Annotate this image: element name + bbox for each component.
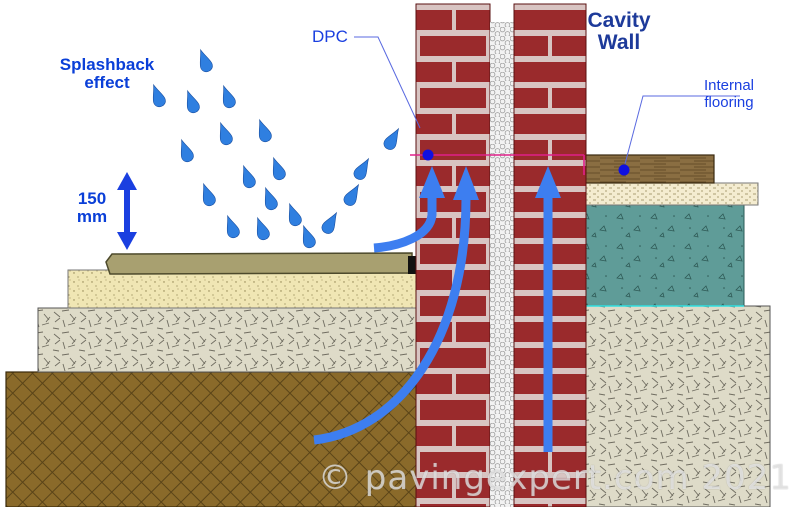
internal-flooring-marker — [618, 164, 630, 176]
dpc-label: DPC — [312, 27, 348, 47]
rain-drop — [226, 214, 240, 239]
internal-flooring-line2: flooring — [704, 93, 754, 111]
cavity-insulation — [490, 22, 514, 507]
height-value: 150 — [77, 189, 107, 208]
rain-drop — [343, 183, 360, 206]
splash-moisture-arrow — [373, 196, 437, 253]
sand-bedding-layer — [67, 269, 419, 309]
moisture-arrowheads — [419, 166, 561, 200]
sub-base-layer — [37, 307, 419, 373]
splashback-rain-drops — [152, 48, 400, 249]
rain-drop — [199, 48, 213, 73]
rain-drop — [222, 84, 236, 109]
rain-drop — [272, 156, 286, 181]
height-unit: mm — [76, 207, 108, 227]
rain-drop — [288, 202, 302, 227]
rain-drop — [383, 127, 400, 150]
concrete-slab — [583, 204, 745, 307]
ground-moisture-arrow — [313, 197, 471, 445]
rain-drop — [152, 83, 166, 108]
rain-drop — [242, 164, 256, 189]
splashback-label: Splashback effect — [52, 55, 162, 93]
copyright-watermark: © pavingexpert.com 2021 — [318, 458, 792, 498]
splashback-label-line1: Splashback — [59, 55, 155, 74]
dpc-leader-line — [354, 36, 421, 129]
cavity-wall-label: Cavity Wall — [584, 9, 654, 55]
rain-drop — [256, 216, 270, 241]
rain-drop — [321, 211, 338, 234]
rain-drop — [186, 89, 200, 114]
internal-flooring-line1: Internal — [703, 77, 755, 94]
rain-drop — [302, 224, 316, 249]
splashback-label-line2: effect — [84, 73, 130, 93]
rain-drop — [264, 186, 278, 211]
height-label: 150 mm — [70, 189, 114, 227]
internal-sub-base — [583, 305, 771, 507]
dpc-marker — [422, 149, 434, 161]
floorboard-layer — [583, 154, 715, 184]
cavity-wall-label-line2: Wall — [597, 31, 641, 55]
rain-drop — [219, 121, 233, 146]
rain-drop — [258, 118, 272, 143]
internal-flooring-leader — [624, 95, 740, 165]
slab-joint — [408, 256, 418, 274]
height-dimension-arrow — [117, 172, 137, 250]
outer-brick-leaf — [415, 3, 491, 507]
subgrade-layer — [5, 371, 419, 507]
cavity-wall-label-line1: Cavity — [587, 9, 651, 32]
moisture-arrows — [313, 196, 553, 452]
screed-layer — [583, 182, 759, 206]
dpc-label-text: DPC — [312, 27, 348, 46]
internal-flooring-label: Internal flooring — [686, 77, 772, 111]
rain-drop — [180, 138, 194, 163]
rain-drop — [202, 182, 216, 207]
paving-slab — [105, 252, 413, 275]
rain-drop — [353, 157, 370, 180]
